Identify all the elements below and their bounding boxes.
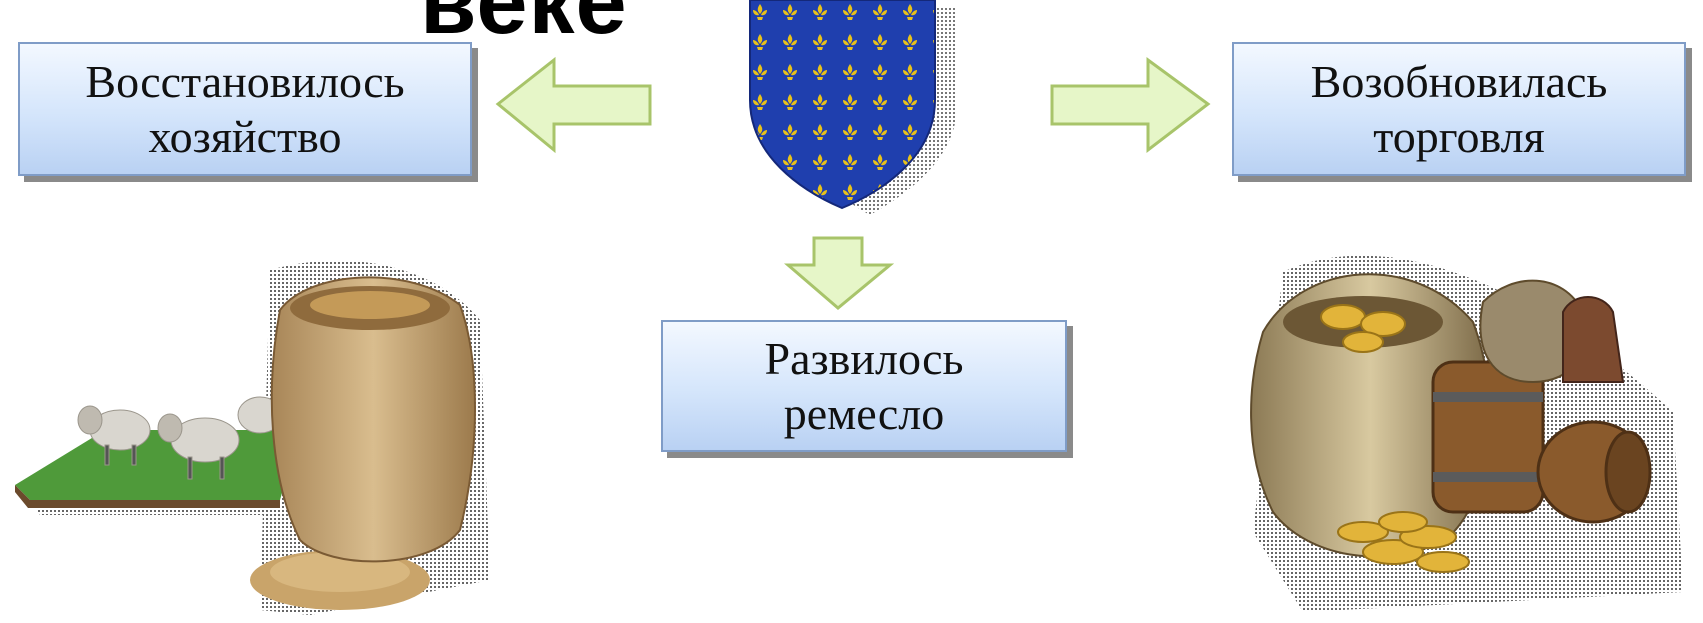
coat-of-arms-shield-icon	[749, 0, 957, 215]
box-trade-line1: Возобновилась	[1310, 55, 1608, 107]
box-trade-line2: торговля	[1373, 111, 1545, 162]
box-crafts-line2: ремесло	[783, 388, 945, 439]
box-crafts-developed: Развилось ремесло	[661, 320, 1067, 452]
arrow-left-icon	[495, 56, 652, 154]
arrow-down-icon	[784, 236, 894, 310]
arrow-right-icon	[1050, 57, 1211, 154]
box-crafts-line1: Развилось	[764, 332, 964, 384]
box-economy-line2: хозяйство	[148, 111, 342, 162]
sheep-and-grain-sack-icon	[15, 260, 490, 615]
box-economy-line1: Восстановилось	[85, 55, 405, 107]
slide-title: веке	[420, 0, 628, 53]
money-bags-and-barrels-icon	[1250, 255, 1683, 613]
box-trade-resumed: Возобновилась торговля	[1232, 42, 1686, 176]
box-economy-restored: Восстановилось хозяйство	[18, 42, 472, 176]
